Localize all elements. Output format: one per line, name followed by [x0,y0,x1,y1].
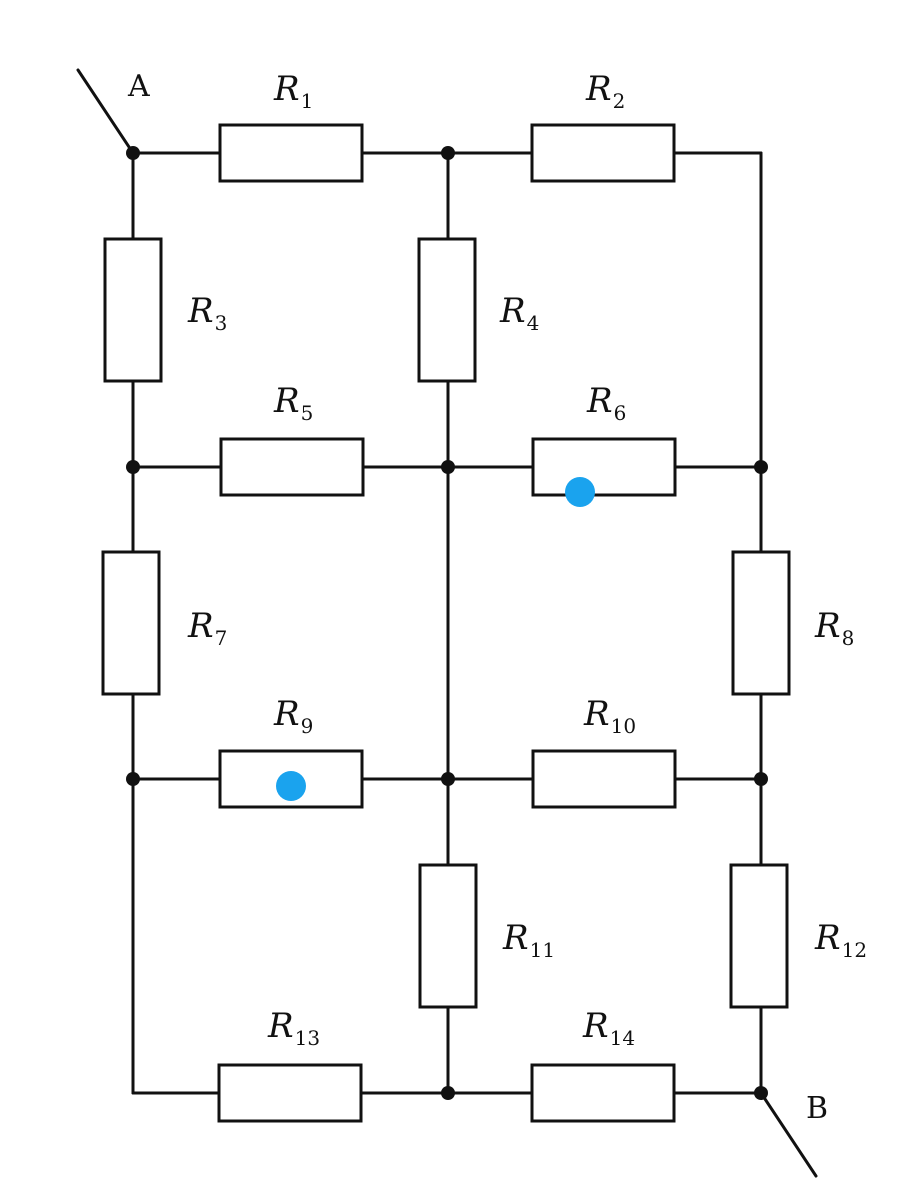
resistor-label-r7: R7 [187,606,227,650]
junction-dot [441,772,455,786]
resistor-index: 1 [301,89,314,113]
resistor-label-r12: R12 [814,918,867,962]
resistor-symbol: R [187,291,214,331]
resistor-label-r6: R6 [586,381,626,425]
marker-dot-r9[interactable] [276,771,306,801]
resistor-index: 14 [610,1026,635,1050]
markers [276,477,595,801]
resistors [101,123,791,1123]
junction-dot [441,460,455,474]
resistor-symbol: R [273,694,300,734]
resistor-index: 7 [215,626,228,650]
resistor-label-r1: R1 [273,69,313,113]
resistor-symbol: R [586,381,613,421]
resistor-r7 [101,550,161,696]
junctions [126,146,768,1100]
terminal-lead [759,1091,818,1178]
resistor-label-r9: R9 [273,694,313,738]
resistor-r6 [531,437,677,497]
resistor-index: 5 [301,401,314,425]
junction-dot [754,460,768,474]
resistor-symbol: R [582,1006,609,1046]
resistor-index: 9 [301,714,314,738]
resistor-symbol: R [273,381,300,421]
resistor-r12 [729,863,789,1009]
marker-dot-r6[interactable] [565,477,595,507]
resistor-index: 10 [611,714,636,738]
junction-dot [126,146,140,160]
resistor-r1 [218,123,364,183]
resistor-index: 8 [842,626,855,650]
resistor-r13 [217,1063,363,1123]
resistor-symbol: R [502,918,529,958]
resistor-r10 [531,749,677,809]
resistor-index: 13 [295,1026,320,1050]
resistor-symbol: R [585,69,612,109]
resistor-r4 [417,237,477,383]
resistor-r3 [103,237,163,383]
resistor-label-r3: R3 [187,291,227,335]
resistor-label-r10: R10 [583,694,636,738]
resistor-symbol: R [814,918,841,958]
junction-dot [441,146,455,160]
junction-dot [754,1086,768,1100]
resistor-index: 2 [613,89,626,113]
resistor-r5 [219,437,365,497]
resistor-label-r13: R13 [267,1006,320,1050]
resistor-index: 11 [530,938,555,962]
resistor-symbol: R [499,291,526,331]
resistor-r2 [530,123,676,183]
terminal-label-b: B [806,1091,828,1126]
terminal-lead [76,68,135,155]
junction-dot [126,460,140,474]
resistor-label-r8: R8 [814,606,854,650]
junction-dot [126,772,140,786]
resistor-index: 3 [215,311,228,335]
resistor-label-r4: R4 [499,291,539,335]
resistor-r11 [418,863,478,1009]
resistor-label-r5: R5 [273,381,313,425]
resistor-index: 6 [614,401,627,425]
resistor-symbol: R [814,606,841,646]
resistor-index: 12 [842,938,867,962]
junction-dot [754,772,768,786]
junction-dot [441,1086,455,1100]
resistor-r8 [731,550,791,696]
resistor-symbol: R [273,69,300,109]
terminal-label-a: A [127,69,150,104]
resistor-r14 [530,1063,676,1123]
resistor-symbol: R [187,606,214,646]
resistor-label-r2: R2 [585,69,625,113]
resistor-label-r14: R14 [582,1006,635,1050]
resistor-symbol: R [267,1006,294,1046]
resistor-label-r11: R11 [502,918,555,962]
resistor-index: 4 [527,311,540,335]
resistor-symbol: R [583,694,610,734]
